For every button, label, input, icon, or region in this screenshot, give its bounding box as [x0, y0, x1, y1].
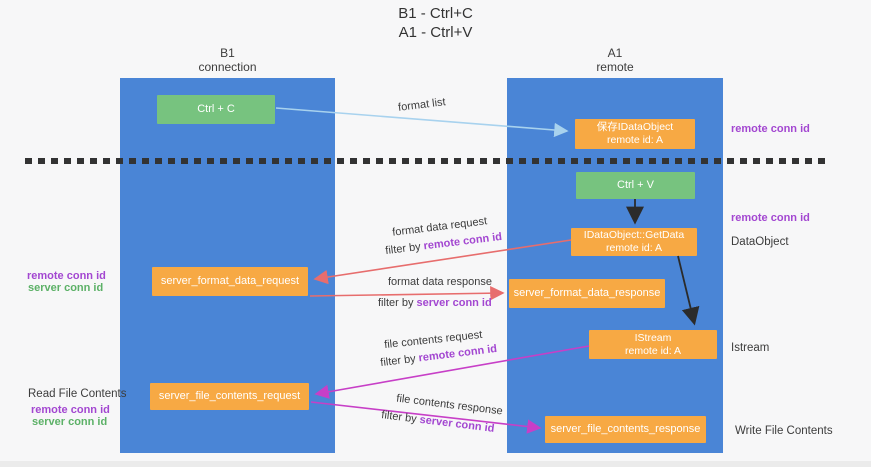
istream-remote-id: remote id: A [624, 344, 682, 357]
diagram-title: B1 - Ctrl+C A1 - Ctrl+V [0, 4, 871, 42]
server-file-contents-response-label: server_file_contents_response [550, 423, 701, 435]
dataobject-label: DataObject [731, 236, 789, 248]
save-idataobject-label: 保存IDataObject [596, 121, 674, 133]
ctrl-v-label: Ctrl + V [617, 179, 654, 191]
server-format-data-response-box: server_format_data_response [509, 279, 665, 308]
filter-by-text: filter by [384, 240, 425, 258]
save-idataobject-box: 保存IDataObject remote id: A [575, 119, 695, 149]
server-format-data-response-label: server_format_data_response [513, 287, 661, 299]
right-remote-conn-id-top: remote conn id [731, 123, 810, 135]
title-line-1: B1 - Ctrl+C [398, 5, 473, 22]
istream-label: IStream [634, 331, 672, 344]
left-remote-conn-id-2: remote conn id [31, 404, 110, 416]
istream-side-label: Istream [731, 342, 770, 354]
lane-header-b1: B1 connection [120, 46, 335, 74]
lane-b1-name: B1 [220, 46, 235, 60]
left-server-conn-id-1: server conn id [28, 282, 104, 294]
server-format-data-request-box: server_format_data_request [152, 267, 308, 296]
format-data-response-label: format data response [388, 276, 492, 288]
read-file-contents-label: Read File Contents [28, 388, 127, 400]
format-list-label: format list [397, 96, 447, 114]
lane-a1-subtitle: remote [596, 60, 634, 74]
right-remote-conn-id-mid: remote conn id [731, 212, 810, 224]
format-data-response-arrow [309, 285, 505, 301]
server-conn-id-text: server conn id [418, 413, 496, 435]
lane-header-a1: A1 remote [507, 46, 723, 74]
filter-by-text: filter by [379, 352, 420, 370]
idataobject-getdata-box: IDataObject::GetData remote id: A [571, 228, 697, 256]
server-format-data-request-label: server_format_data_request [160, 275, 300, 287]
server-file-contents-request-box: server_file_contents_request [150, 383, 309, 410]
lane-a1-name: A1 [607, 46, 623, 60]
lane-b1-subtitle: connection [198, 60, 257, 74]
istream-box: IStream remote id: A [589, 330, 717, 359]
server-file-contents-response-box: server_file_contents_response [545, 416, 706, 443]
server-file-contents-request-label: server_file_contents_request [158, 390, 301, 402]
title-line-2: A1 - Ctrl+V [398, 24, 473, 41]
server-conn-id-text: server conn id [416, 297, 492, 309]
dashed-divider-line [25, 158, 831, 164]
left-server-conn-id-2: server conn id [32, 416, 108, 428]
ctrl-c-box: Ctrl + C [157, 95, 275, 124]
getdata-label: IDataObject::GetData [583, 229, 685, 241]
remote-conn-id-text: remote conn id [422, 230, 503, 253]
ctrl-v-box: Ctrl + V [576, 172, 695, 199]
format-data-response-filter-label: filter by server conn id [378, 297, 492, 309]
bottom-edge-strip [0, 461, 871, 467]
write-file-contents-label: Write File Contents [735, 425, 833, 437]
getdata-remote-id: remote id: A [605, 242, 663, 254]
filter-by-text: filter by [380, 409, 421, 426]
left-remote-conn-id-1: remote conn id [27, 270, 106, 282]
save-idataobject-remote-id: remote id: A [606, 134, 664, 146]
filter-by-text: filter by [378, 297, 417, 309]
ctrl-c-label: Ctrl + C [197, 103, 235, 115]
